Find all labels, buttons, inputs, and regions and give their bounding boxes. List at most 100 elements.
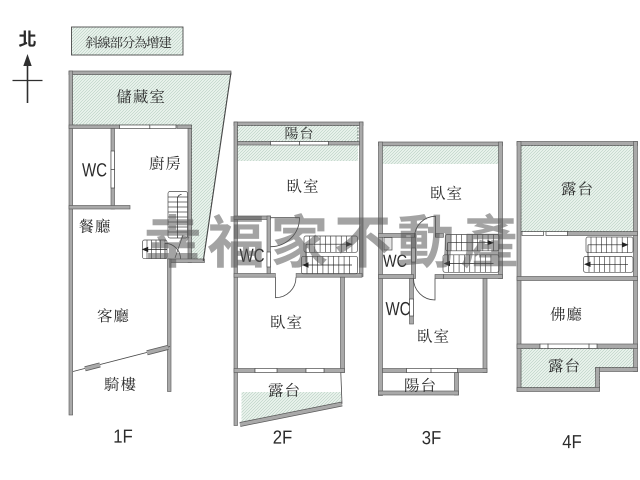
room-label-buddha-hall-4f [550, 306, 582, 322]
floor-label-2f [273, 430, 292, 444]
wall [233, 273, 276, 278]
wall [596, 343, 638, 349]
stair-direction-arrowhead [302, 262, 309, 268]
wall [378, 390, 459, 396]
north-arrow-icon [12, 54, 43, 103]
wall [68, 70, 73, 416]
wall [595, 367, 638, 372]
shape [84, 363, 101, 371]
window [119, 124, 177, 129]
room-label-balcony-2f [285, 126, 313, 140]
wall [340, 276, 345, 373]
room-label-terrace-bottom-4f [548, 358, 579, 373]
wall [516, 141, 638, 146]
door-wc-2f [266, 251, 271, 268]
room-label-bedroom2-3f [417, 328, 449, 344]
wall [68, 205, 131, 210]
arcade-boundary [72, 344, 171, 372]
wall [457, 368, 488, 373]
floor-label-4f [562, 435, 582, 449]
wall [378, 141, 383, 396]
wall [516, 387, 600, 392]
window [545, 231, 568, 236]
north-label [18, 30, 36, 47]
stair-part [583, 256, 634, 273]
hatch-addition-band-2f [237, 145, 358, 161]
hatch-terrace-2f [241, 392, 341, 424]
hatch-balcony-2f [237, 125, 359, 142]
wall [237, 141, 271, 146]
watermark [146, 213, 517, 269]
wall [378, 141, 503, 147]
floor-2f [233, 121, 364, 444]
wall [176, 124, 192, 129]
floor-label-1f [114, 429, 133, 443]
room-label-terrace-top-4f [561, 181, 592, 196]
wall [323, 368, 345, 373]
legend-text [85, 36, 172, 49]
window [521, 231, 544, 236]
hatch-addition-band-3f [382, 145, 499, 164]
floor-4f [516, 141, 638, 449]
north-indicator [12, 30, 43, 103]
stair-direction-arrow [177, 194, 182, 238]
stair-direction-arrow [587, 244, 628, 265]
hatch-terrace-top-4f [520, 145, 635, 232]
window [539, 343, 598, 349]
stair-part [585, 236, 634, 254]
stair-direction-arrowhead [584, 261, 591, 267]
shape [23, 54, 32, 66]
room-label-terrace-2f [268, 382, 299, 398]
addition-slant-edge [202, 72, 232, 262]
stairs-4f [583, 236, 634, 273]
floor-3f [378, 141, 503, 445]
wall [382, 368, 407, 373]
room-label-bedroom2-2f [270, 314, 302, 330]
wall [516, 343, 541, 349]
wall [482, 278, 488, 373]
window [305, 368, 325, 373]
wall [233, 368, 256, 373]
door-opening [275, 273, 296, 278]
room-label-storage [116, 89, 165, 104]
windows-4f [521, 231, 598, 349]
wall [633, 141, 638, 372]
room-label-arcade [104, 376, 136, 392]
room-label-wc2-3f [385, 301, 410, 316]
window [406, 368, 458, 373]
window [254, 368, 278, 373]
door-swing-arc [413, 278, 436, 301]
wall [276, 368, 307, 373]
walls-3f [378, 141, 503, 396]
room-label-living [97, 308, 129, 323]
door-wc2-3f [409, 298, 414, 317]
wall [443, 274, 503, 279]
windows-1f [110, 124, 177, 189]
room-label-dining [79, 218, 110, 234]
legend [71, 26, 184, 56]
wall [516, 141, 522, 392]
terrace-right-edge [340, 372, 343, 404]
wall [167, 258, 172, 392]
floor-label-3f [422, 430, 441, 445]
wall [378, 274, 414, 279]
room-label-bedroom1-2f [287, 178, 318, 194]
door-swing-arc [275, 277, 297, 299]
wall [516, 276, 638, 281]
legend-swatch [71, 26, 184, 56]
wall [266, 215, 271, 278]
wall [328, 141, 360, 146]
room-label-balcony-3f [405, 377, 435, 393]
shape [146, 345, 169, 355]
windows-2f [254, 141, 329, 373]
room-label-wc1-3f [383, 254, 407, 267]
wall [68, 70, 232, 75]
wall [233, 121, 364, 126]
walls-4f [516, 141, 638, 392]
wall [68, 124, 120, 129]
terrace-slant-wall-fill [239, 402, 343, 427]
wall [434, 274, 444, 279]
stair-direction-arrowhead [622, 242, 629, 248]
